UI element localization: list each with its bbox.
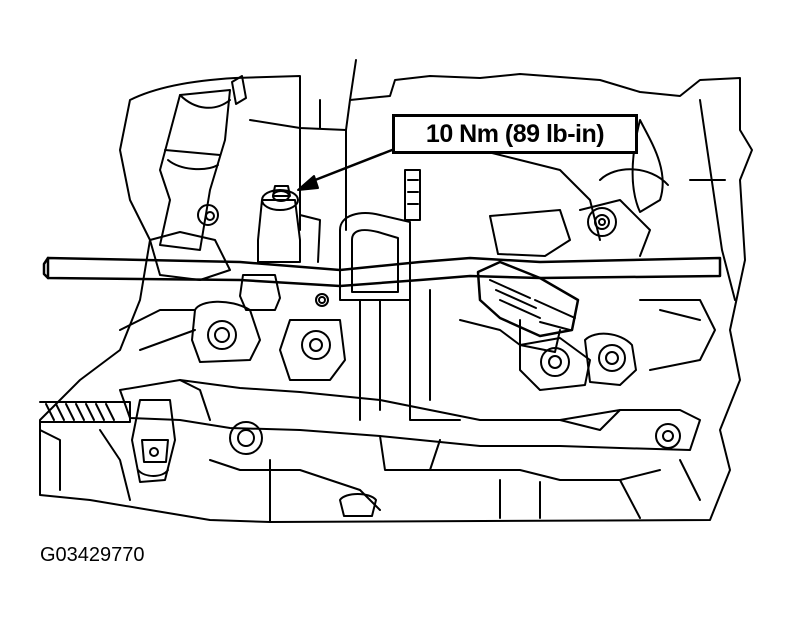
torque-label: 10 Nm (89 lb-in) — [425, 119, 605, 148]
electrical-connector — [476, 260, 580, 338]
torque-callout: 10 Nm (89 lb-in) — [392, 114, 638, 154]
sensor-body — [257, 199, 301, 263]
callout-leader — [308, 148, 394, 184]
lower-bracket — [119, 379, 701, 451]
lower-left-bolt — [131, 399, 176, 483]
housing-outline — [39, 73, 753, 523]
horizontal-rod — [46, 256, 722, 288]
upper-left-shaft — [159, 89, 231, 251]
rod-clip — [239, 274, 281, 311]
figure-id-label: G03429770 — [40, 544, 145, 566]
